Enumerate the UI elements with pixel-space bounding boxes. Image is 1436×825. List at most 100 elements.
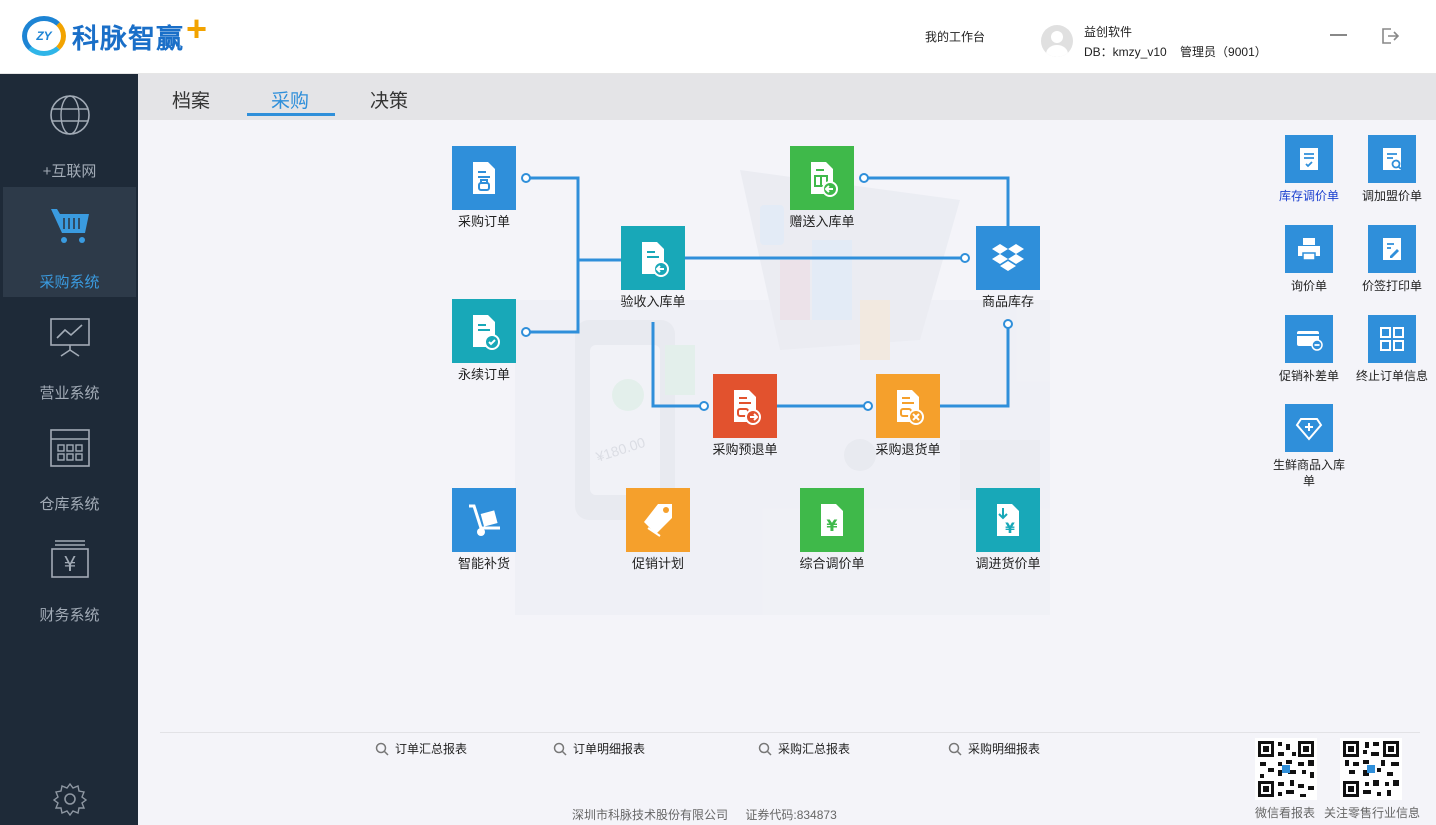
node-label: 智能补货 — [457, 556, 510, 571]
sidebar-item-purchase[interactable]: 采购系统 — [3, 187, 136, 297]
sidebar-item-label: 营业系统 — [39, 385, 100, 402]
price-tag-icon — [626, 488, 690, 552]
app-header: ZY 科脉智赢 + 我的工作台 益创软件 DB：kmzy_v10 管理员（900… — [0, 0, 1436, 74]
qr-code-report — [1255, 738, 1317, 800]
node-label: 商品库存 — [981, 294, 1034, 309]
card-minus-icon — [1285, 315, 1333, 363]
user-label: 管理员（9001） — [1180, 45, 1267, 59]
background-illustration: ¥180.00 — [515, 170, 1050, 615]
diamond-plus-icon — [1285, 404, 1333, 452]
node-gift-inbound[interactable]: 赠送入库单 — [757, 146, 887, 230]
sidebar-item-sales[interactable]: 营业系统 — [3, 298, 136, 408]
quick-label: 调加盟价单 — [1361, 189, 1422, 203]
quick-promo-diff[interactable]: 促销补差单 — [1264, 315, 1354, 384]
flow-connectors — [526, 176, 1010, 408]
gift-inbound-icon — [790, 146, 854, 210]
quick-franchise-price-adjust[interactable]: 调加盟价单 — [1347, 135, 1436, 204]
quick-label: 生鲜商品入库单 — [1272, 458, 1345, 488]
finance-icon: ¥ — [51, 540, 89, 578]
sidebar-item-warehouse[interactable]: 仓库系统 — [3, 409, 136, 519]
report-purchase-detail[interactable]: 采购明细报表 — [948, 740, 1040, 757]
quick-terminate-order[interactable]: 终止订单信息 — [1347, 315, 1436, 384]
cart-icon — [51, 209, 89, 243]
quick-label: 促销补差单 — [1278, 369, 1339, 383]
tab-decision[interactable]: 决策 — [370, 91, 409, 112]
doc-check-icon — [1285, 135, 1333, 183]
doc-search-icon — [1368, 135, 1416, 183]
workbench-link[interactable]: 我的工作台 — [925, 30, 986, 44]
report-order-summary[interactable]: 订单汇总报表 — [375, 740, 467, 757]
tab-purchase[interactable]: 采购 — [271, 91, 310, 112]
flow-endpoints — [521, 173, 1013, 411]
node-purchase-price-adjust[interactable]: ¥ 调进货价单 — [943, 488, 1073, 572]
globe-icon — [50, 95, 90, 135]
footer: 深圳市科脉技术股份有限公司 证券代码:834873 — [572, 806, 851, 823]
logo-plus: + — [186, 8, 208, 49]
node-purchase-order[interactable]: 采购订单 — [419, 146, 549, 230]
tab-bar: 档案 采购 决策 — [138, 74, 1436, 120]
sidebar-item-label: +互联网 — [42, 163, 97, 180]
quick-fresh-inbound[interactable]: 生鲜商品入库单 — [1264, 404, 1354, 489]
return-order-icon — [876, 374, 940, 438]
report-order-detail[interactable]: 订单明细报表 — [553, 740, 645, 757]
receipt-inbound-icon — [621, 226, 685, 290]
footer-stock-code: 证券代码:834873 — [745, 808, 837, 822]
node-price-adjust[interactable]: ¥ 综合调价单 — [767, 488, 897, 572]
avatar[interactable] — [1041, 25, 1073, 57]
node-return-order[interactable]: 采购退货单 — [843, 374, 973, 458]
quick-price-tag-print[interactable]: 价签打印单 — [1347, 225, 1436, 294]
node-label: 永续订单 — [457, 367, 510, 382]
node-receipt-inbound[interactable]: 验收入库单 — [588, 226, 718, 310]
sidebar: +互联网 采购系统 营业系统 仓库系统 — [0, 74, 138, 825]
quick-stock-price-adjust[interactable]: 库存调价单 — [1264, 135, 1354, 204]
node-smart-replenish[interactable]: 智能补货 — [419, 488, 549, 572]
search-icon — [948, 742, 962, 756]
quick-label: 终止订单信息 — [1355, 369, 1428, 383]
pre-return-icon — [713, 374, 777, 438]
qr-label-industry: 关注零售行业信息 — [1324, 806, 1421, 820]
company-name: 益创软件 — [1084, 25, 1133, 39]
perpetual-order-icon — [452, 299, 516, 363]
search-icon — [375, 742, 389, 756]
sidebar-item-finance[interactable]: ¥ 财务系统 — [3, 520, 136, 630]
sidebar-item-internet[interactable]: +互联网 — [3, 76, 136, 186]
node-label: 验收入库单 — [620, 294, 686, 309]
sidebar-item-label: 采购系统 — [39, 274, 100, 291]
db-label: DB：kmzy_v10 — [1084, 45, 1167, 59]
node-label: 采购退货单 — [875, 442, 941, 457]
report-label: 订单汇总报表 — [395, 742, 468, 756]
minimize-button[interactable] — [1330, 34, 1347, 36]
svg-text:¥: ¥ — [1005, 521, 1015, 537]
app-logo: ZY 科脉智赢 + — [22, 11, 207, 56]
inventory-icon — [976, 226, 1040, 290]
svg-text:¥: ¥ — [64, 552, 77, 576]
quick-label: 询价单 — [1290, 279, 1327, 293]
printer-icon — [1285, 225, 1333, 273]
report-label: 采购汇总报表 — [778, 742, 851, 756]
report-label: 订单明细报表 — [573, 742, 646, 756]
node-inventory[interactable]: 商品库存 — [943, 226, 1073, 310]
divider — [160, 732, 1420, 733]
node-pre-return[interactable]: 采购预退单 — [680, 374, 810, 458]
hand-truck-icon — [452, 488, 516, 552]
logo-badge: ZY — [22, 16, 66, 56]
node-label: 采购预退单 — [712, 442, 778, 457]
search-icon — [553, 742, 567, 756]
node-promo-plan[interactable]: 促销计划 — [593, 488, 723, 572]
node-perpetual-order[interactable]: 永续订单 — [419, 299, 549, 383]
sidebar-item-label: 财务系统 — [39, 607, 100, 624]
qr-code-industry — [1340, 738, 1402, 800]
quick-inquiry[interactable]: 询价单 — [1264, 225, 1354, 294]
node-label: 促销计划 — [631, 556, 684, 571]
report-purchase-summary[interactable]: 采购汇总报表 — [758, 740, 850, 757]
node-label: 调进货价单 — [975, 556, 1041, 571]
quick-label: 价签打印单 — [1361, 279, 1422, 293]
gear-icon[interactable] — [53, 782, 87, 816]
logout-icon[interactable] — [1380, 26, 1400, 46]
search-icon — [758, 742, 772, 756]
node-label: 综合调价单 — [799, 556, 865, 571]
tab-archive[interactable]: 档案 — [172, 91, 211, 112]
logo-text: 科脉智赢 — [72, 23, 184, 54]
doc-edit-icon — [1368, 225, 1416, 273]
